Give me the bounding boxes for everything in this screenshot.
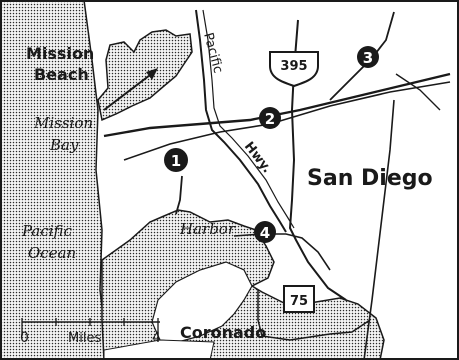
coronado-label: Coronado [180, 323, 266, 342]
east-road [363, 99, 395, 360]
marker-1-label: 1 [171, 152, 181, 170]
marker-3: 3 [357, 46, 379, 68]
mission-bay-label-line2: Bay [49, 136, 79, 154]
scale-start-label: 0 [20, 330, 29, 346]
pacific-ocean-label-line2: Ocean [28, 244, 76, 262]
marker-4: 4 [254, 221, 276, 243]
east-road-2 [395, 73, 441, 111]
pacific-hwy-road-inner [202, 9, 295, 229]
scale-unit-label: Miles [68, 331, 101, 346]
coronado-strand [103, 339, 215, 360]
us-395-shield: 395 [269, 51, 319, 88]
us-395-road [288, 19, 347, 301]
route-75-shield-label: 75 [290, 294, 308, 309]
mission-beach-label-line1: Mission [26, 44, 94, 63]
marker-2-label: 2 [265, 110, 275, 128]
pacific-ocean-label-line1: Pacific [21, 222, 73, 240]
harbor-label: Harbor [179, 220, 236, 238]
mission-bay-arrow [103, 71, 155, 111]
san-diego-label: San Diego [307, 166, 433, 191]
marker-4-label: 4 [260, 224, 270, 242]
route-75-shield: 75 [283, 285, 315, 313]
marker-2: 2 [259, 107, 281, 129]
pacific-ocean-water [0, 0, 107, 360]
mission-beach-label-line2: Beach [34, 65, 89, 84]
route-75-road [257, 290, 371, 341]
scale-end-label: 4 [152, 330, 161, 346]
arrowhead-icon [146, 68, 158, 80]
pacific-hwy-road [195, 9, 287, 233]
us-395-shield-label: 395 [280, 59, 307, 74]
harbor-pointer [175, 175, 183, 215]
scale-bar: 0 Miles 4 [20, 318, 161, 346]
marker-3-label: 3 [363, 49, 373, 67]
mission-bay-label-line1: Mission [33, 114, 93, 132]
marker-1: 1 [164, 148, 188, 172]
